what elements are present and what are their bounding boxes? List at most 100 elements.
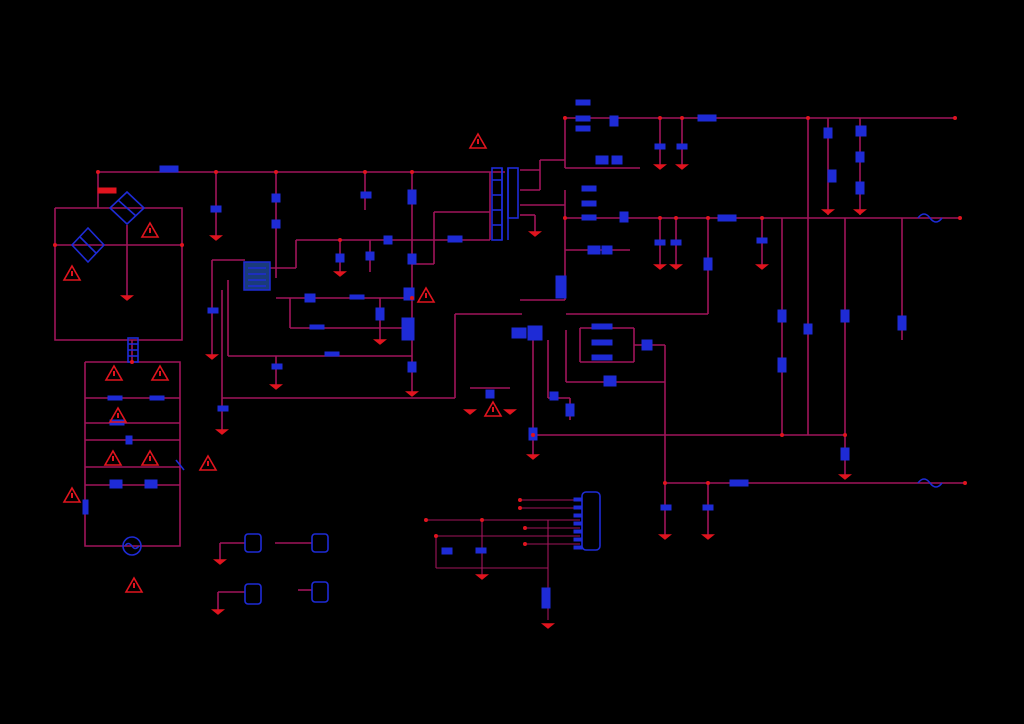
warning-triangle-icon — [104, 364, 124, 381]
capacitor-icon — [125, 435, 133, 445]
ground-icon — [269, 384, 283, 390]
fuse-icon — [97, 187, 117, 194]
ground-icon — [205, 354, 219, 360]
capacitor-icon — [271, 363, 283, 370]
warning-triangle-icon — [140, 449, 160, 466]
capacitor-icon — [756, 237, 768, 244]
connector-icon — [573, 491, 601, 551]
diode-icon — [595, 155, 609, 165]
inductor-icon — [717, 214, 737, 222]
capacitor-icon — [360, 191, 372, 199]
ground-icon — [653, 164, 667, 170]
capacitor-icon — [660, 504, 672, 511]
inductor-icon — [697, 114, 717, 122]
capacitor-icon — [654, 143, 666, 150]
resistor-icon — [447, 235, 463, 243]
warning-icons — [62, 132, 503, 593]
components — [70, 99, 943, 609]
mosfet-icon — [403, 287, 415, 301]
capacitor-icon — [109, 479, 123, 489]
ground-icon — [209, 235, 223, 241]
diode-icon — [587, 245, 601, 255]
resistor-icon — [309, 324, 325, 330]
capacitor-icon — [619, 211, 629, 223]
capacitor-icon — [609, 115, 619, 127]
capacitor-icon — [335, 253, 345, 263]
resistor-icon — [271, 219, 281, 229]
warning-triangle-icon — [108, 406, 128, 423]
ground-icon — [701, 534, 715, 540]
ground-icon — [541, 623, 555, 629]
warning-triangle-icon — [468, 132, 488, 149]
resistor-icon — [840, 309, 850, 323]
mosfet-icon — [401, 317, 415, 341]
warning-triangle-icon — [62, 486, 82, 503]
diode-icon — [304, 293, 316, 303]
ground-icon — [669, 264, 683, 270]
warning-triangle-icon — [150, 364, 170, 381]
resistor-icon — [82, 499, 89, 515]
resistor-icon — [575, 115, 591, 122]
resistor-icon — [375, 307, 385, 321]
capacitor-icon — [676, 143, 688, 150]
ground-icon — [853, 209, 867, 215]
wires — [54, 117, 965, 620]
warning-triangle-icon — [198, 454, 218, 471]
resistor-icon — [897, 315, 907, 331]
ground-icon — [211, 609, 225, 615]
resistor-icon — [575, 125, 591, 132]
connector-icon — [311, 533, 329, 553]
capacitor-icon — [475, 547, 487, 554]
capacitor-icon — [485, 389, 495, 399]
capacitor-icon — [670, 239, 682, 246]
ground-icon — [526, 454, 540, 460]
resistor-icon — [581, 214, 597, 221]
diode-icon — [365, 251, 375, 261]
resistor-icon — [149, 395, 165, 401]
optocoupler-icon — [527, 325, 543, 341]
connector-icon — [244, 583, 262, 605]
diode-icon — [641, 339, 653, 351]
ground-icon — [528, 231, 542, 237]
resistor-icon — [840, 447, 850, 461]
resistor-icon — [803, 323, 813, 335]
resistor-icon — [349, 294, 365, 300]
capacitor-icon — [217, 405, 229, 412]
resistor-icon — [407, 361, 417, 373]
ground-icon — [215, 429, 229, 435]
warning-triangle-icon — [416, 286, 436, 303]
connector-icon — [244, 533, 262, 553]
resistor-icon — [591, 339, 613, 346]
ic-chip-icon — [243, 261, 271, 291]
resistor-icon — [271, 193, 281, 203]
capacitor-icon — [441, 547, 453, 555]
ground-icon — [120, 295, 134, 301]
switch-icon — [541, 587, 551, 609]
transistor-icon — [827, 169, 837, 183]
ground-icon — [475, 574, 489, 580]
ground-icon — [213, 559, 227, 565]
resistor-icon — [581, 200, 597, 207]
resistor-icon — [703, 257, 713, 271]
inductor-icon — [729, 479, 749, 487]
capacitor-icon — [702, 504, 714, 511]
ground-icon — [838, 474, 852, 480]
ground-icon — [755, 264, 769, 270]
ground-icon — [463, 409, 477, 415]
warning-triangle-icon — [103, 449, 123, 466]
ground-icon — [503, 409, 517, 415]
warning-triangle-icon — [62, 264, 82, 281]
capacitor-icon — [207, 307, 219, 314]
resistor-icon — [581, 185, 597, 192]
ac-inlet-icon — [122, 536, 142, 556]
resistor-icon — [777, 357, 787, 373]
diode-icon — [601, 245, 613, 255]
resistor-icon — [107, 395, 123, 401]
choke-icon — [127, 337, 139, 363]
fuse-icon — [917, 213, 943, 488]
transistor-icon — [603, 375, 617, 387]
nodes — [53, 116, 967, 546]
capacitor-icon — [549, 391, 559, 401]
resistor-icon — [324, 351, 340, 357]
ground-icon — [405, 391, 419, 397]
